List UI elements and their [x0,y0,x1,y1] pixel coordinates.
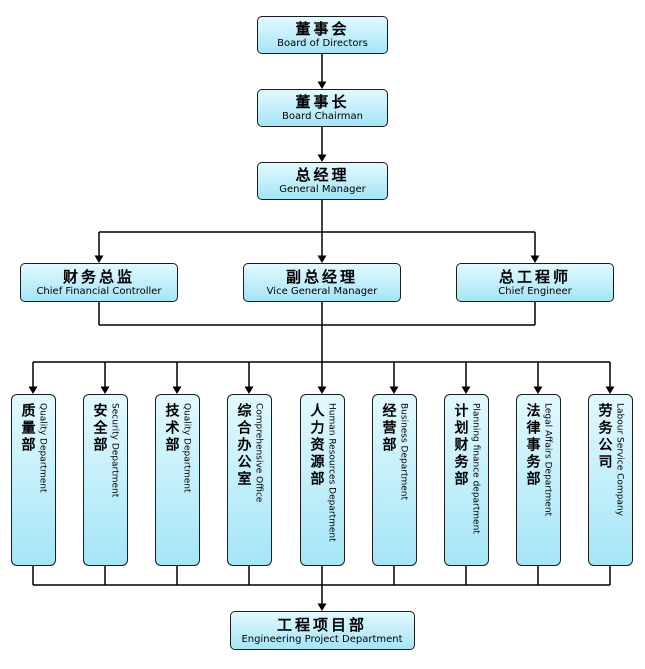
node-quality-department: 质量部 Quality Department [10,394,56,566]
node-legal-affairs-department: 法律事务部 Legal Affairs Department [515,394,561,566]
node-chief-engineer: 总工程师 Chief Engineer [456,263,614,302]
node-vice-general-manager: 副总经理 Vice General Manager [243,263,401,302]
node-label-zh: 质量部 [19,403,36,454]
node-label-en: Security Department [109,403,120,498]
node-label-en: Quality Department [37,403,48,493]
node-board-chairman: 董事长 Board Chairman [257,89,388,127]
node-label-en: Chief Financial Controller [36,285,162,297]
node-board-of-directors: 董事会 Board of Directors [257,16,388,54]
node-labour-service-company: 劳务公司 Labour Service Company [587,394,633,566]
node-label-en: Planning finance department [470,403,481,534]
node-label-zh: 安全部 [91,403,108,454]
node-engineering-project-department: 工程项目部 Engineering Project Department [229,611,415,650]
node-label-en: Comprehensive Office [253,403,264,503]
node-label-zh: 劳务公司 [596,403,613,471]
node-label-zh: 财务总监 [62,267,135,286]
node-comprehensive-office: 综合办公室 Comprehensive Office [226,394,272,566]
node-label-en: Board Chairman [282,111,363,122]
node-label-zh: 总工程师 [498,267,571,286]
node-label-zh: 董事会 [295,20,350,38]
node-label-en: Business Department [398,403,409,501]
node-human-resources-department: 人力资源部 Human Resources Department [299,394,345,566]
node-label-zh: 董事长 [295,93,350,111]
node-label-en: Engineering Project Department [241,633,403,645]
node-label-en: Legal Affairs Department [542,403,553,517]
node-label-zh: 副总经理 [285,267,358,286]
node-label-zh: 法律事务部 [524,403,541,488]
node-label-zh: 计划财务部 [452,403,469,488]
node-chief-financial-controller: 财务总监 Chief Financial Controller [20,263,178,302]
node-label-en: Vice General Manager [266,285,378,297]
node-label-en: Human Resources Department [326,403,337,542]
node-label-en: Board of Directors [277,38,368,49]
node-label-en: Quality Department [181,403,192,493]
node-label-en: Labour Service Company [614,403,625,516]
node-label-zh: 工程项目部 [276,615,367,634]
node-planning-finance-department: 计划财务部 Planning finance department [443,394,489,566]
node-label-zh: 总经理 [295,166,350,184]
node-label-zh: 综合办公室 [235,403,252,488]
node-business-department: 经营部 Business Department [371,394,417,566]
node-technology-department: 技术部 Quality Department [154,394,200,566]
node-security-department: 安全部 Security Department [82,394,128,566]
node-label-en: Chief Engineer [498,285,572,297]
node-label-zh: 技术部 [163,403,180,454]
node-general-manager: 总经理 General Manager [257,162,388,200]
node-label-zh: 经营部 [380,403,397,454]
node-label-zh: 人力资源部 [308,403,325,488]
node-label-en: General Manager [279,184,366,195]
